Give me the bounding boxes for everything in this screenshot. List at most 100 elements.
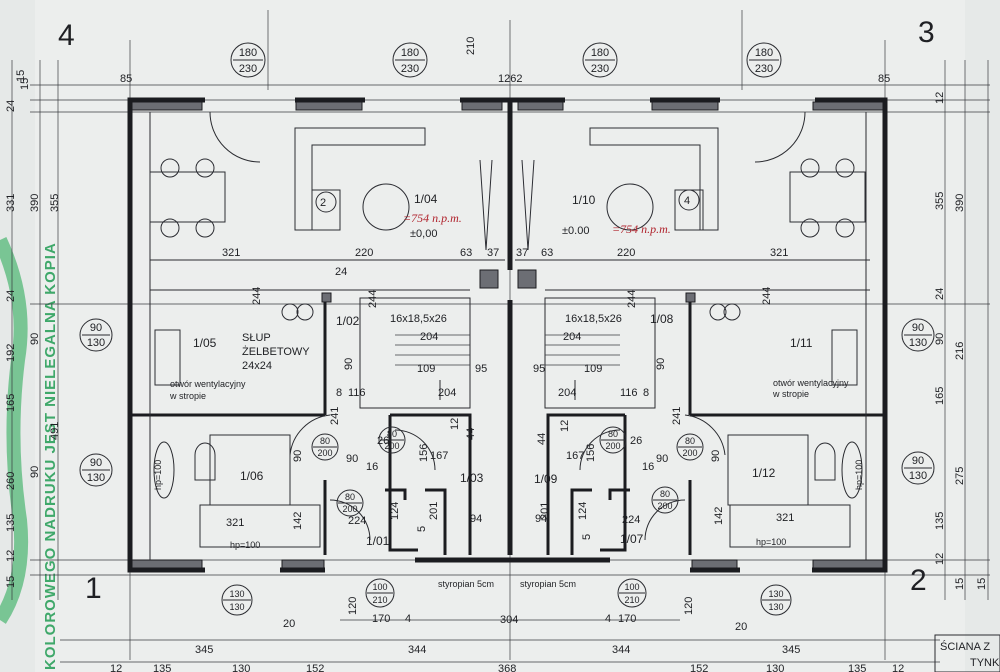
tag-circle [651,486,679,514]
corner-number: 3 [918,16,935,49]
window-tag: 180 230 [392,42,428,78]
room-label: 1/07 [620,532,644,546]
chair [800,218,820,238]
stair-outline [359,297,471,409]
level-mark: ±0,00 [410,228,437,240]
dimension: 95 [533,363,545,375]
dimension: 201 [539,502,551,520]
dining-table [789,171,866,223]
armchair [311,189,341,231]
coffee-table [362,183,410,231]
hatched-wall [131,101,203,111]
tag-top: 80 [387,429,397,439]
chair [160,158,180,178]
dimension: 216 [954,342,966,360]
door-swing [684,414,726,456]
dimension: 90 [343,358,355,370]
tag-circle [365,578,395,608]
door-leaf [521,159,535,251]
dimension: 44 [465,428,477,440]
tag-bottom: 130 [87,472,105,484]
stamp-text: KOLOROWEGO NADRUKU JEST NIELEGALNA KOPIA [42,242,59,670]
legend-text: ŚCIANA Z [940,640,990,653]
tag-circle [746,42,782,78]
dimension: 224 [622,514,640,526]
walls [127,97,888,573]
dimension: 8 [643,387,649,399]
column [321,292,332,303]
dimension: 321 [770,247,788,259]
tag-circle [79,453,113,487]
toilet [194,442,216,481]
copy-stamp: KOLOROWEGO NADRUKU JEST NIELEGALNA KOPIA [0,237,59,670]
tag-bottom: 200 [317,448,332,458]
chair [835,158,855,178]
door-swing [754,111,806,163]
dimension: 90 [934,333,946,345]
partition-wall [425,488,447,555]
dimension: 24 [934,288,946,300]
side-window-tags: 90 130 90 130 90 130 90 130 [79,318,935,487]
section-marker [315,191,337,213]
dimension: 116 [348,387,366,399]
partition-wall [546,413,625,555]
dimension: 24 [5,290,17,302]
dimension: 241 [329,407,341,425]
tag-bottom: 200 [342,504,357,514]
dimension: 26 [377,435,389,447]
window-tags: 180 230 180 230 180 230 180 230 [230,42,782,78]
door-swing [209,111,261,163]
tag-circle [760,584,792,616]
dimension: 94 [535,513,547,525]
dimension: 224 [348,515,366,527]
chair [195,218,215,238]
sill-note: hp=100 [230,540,260,550]
dimension: 12 [892,663,904,672]
sill-ellipse [841,441,863,499]
chair [835,218,855,238]
dimension: 63 [541,247,553,259]
partition-wall [388,415,418,552]
dimension: 90 [29,333,41,345]
door-swing [394,429,436,471]
dimension: 90 [29,466,41,478]
dimension: 170 [372,613,390,625]
column [685,292,696,303]
room-label: 1/09 [534,472,558,486]
dimension: 16 [366,461,378,473]
stair-outline [544,297,656,409]
dimension: 16 [642,461,654,473]
tag-top: 180 [755,47,773,59]
sill-note: hp=100 [153,460,163,490]
annotations: 2 4 ±0,00 ±0.00 =754 n.p.m. =754 n.p.m. … [153,195,864,589]
dimension: 4 [605,613,611,625]
hatched-wall [651,101,719,111]
stamp-swirl [0,237,29,624]
dim-stair: 210 [465,37,477,55]
tag-top: 80 [608,429,618,439]
dimension: 124 [577,502,589,520]
dimension: 156 [585,444,597,462]
vent-note: otwór wentylacyjny [773,378,849,388]
window-tag: 180 230 [746,42,782,78]
dimension: 130 [232,663,250,672]
tag-bottom: 200 [657,501,672,511]
stair-spec: 16x18,5x26 [565,313,622,325]
hatched-wall [812,101,884,111]
tag-top: 80 [660,489,670,499]
tag-circle [392,42,428,78]
dimension: 142 [292,512,304,530]
legend-text: TYNK [970,657,1000,669]
tag-circle [221,584,253,616]
dimension: 5 [416,526,428,532]
corner-number: 1 [85,572,102,605]
tag-bottom: 200 [605,441,620,451]
dimension: 152 [306,663,324,672]
dimension: 24 [335,266,347,278]
dimension: 109 [584,363,602,375]
dimension: 44 [536,433,548,445]
door-swing [289,414,331,456]
